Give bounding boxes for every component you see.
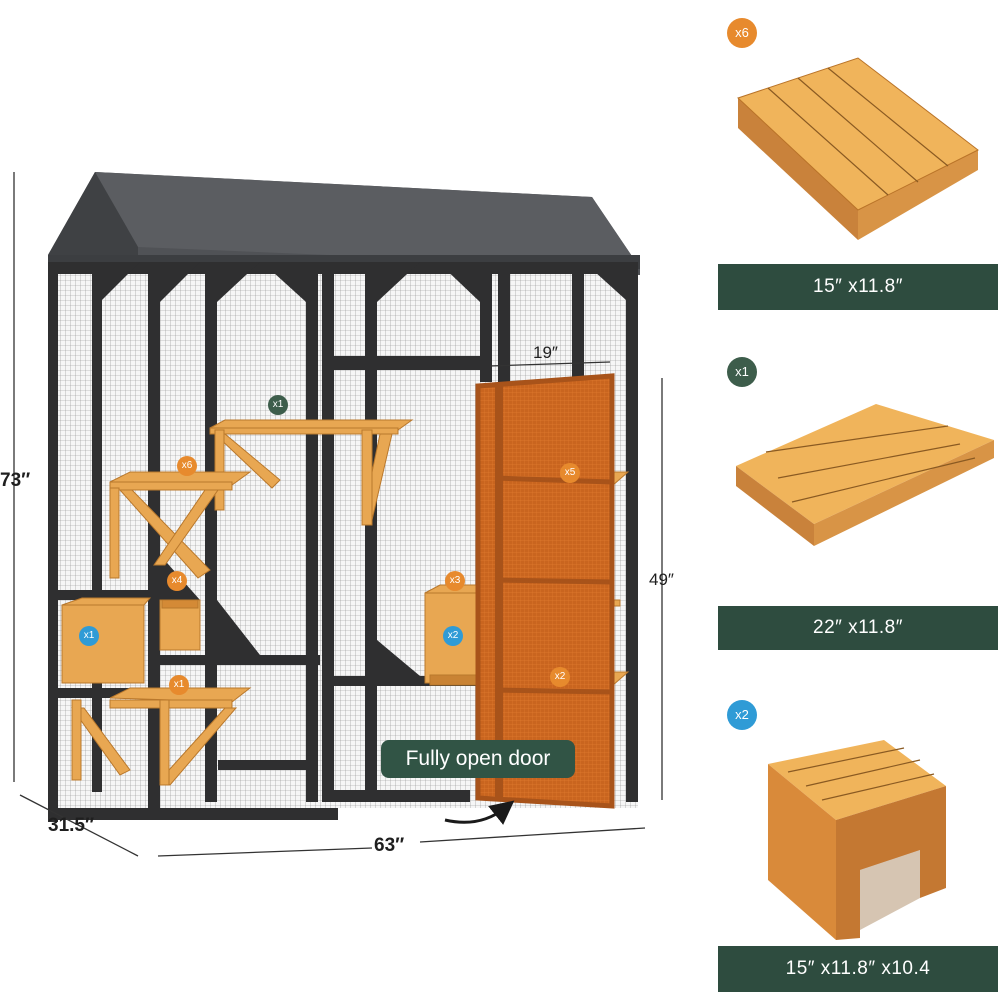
dimension-lines: [13, 172, 663, 857]
cage-tag: x1: [268, 395, 288, 415]
part-size-label: 15″ x11.8″ x10.4: [718, 946, 998, 992]
part-panel-large-platform: 22″ x11.8″: [718, 344, 998, 650]
cage-tag: x1: [169, 675, 189, 695]
small-platform-icon: [737, 57, 979, 240]
part-quantity-badge: x1: [727, 357, 757, 387]
roof: [48, 172, 640, 275]
part-panel-small-platform: 15″ x11.8″: [718, 8, 998, 310]
width-dimension: 63″: [374, 835, 405, 856]
cage-frame: [48, 262, 638, 822]
open-door: [475, 373, 615, 809]
door-height-dimension: 49″: [649, 570, 674, 589]
cage-tag: x2: [550, 667, 570, 687]
door-width-dimension: 19″: [533, 343, 558, 362]
part-quantity-badge: x6: [727, 18, 757, 48]
part-size-label: 15″ x11.8″: [718, 264, 998, 310]
part-quantity-badge: x2: [727, 700, 757, 730]
depth-dimension: 31.5″: [48, 815, 95, 836]
cage-tag: x3: [445, 571, 465, 591]
part-size-label: 22″ x11.8″: [718, 606, 998, 650]
step-box-icon: [768, 740, 946, 940]
large-platform-icon: [736, 404, 994, 546]
cage-tag: x6: [177, 456, 197, 476]
cage-tag: x1: [79, 626, 99, 646]
fully-open-door-callout: Fully open door: [381, 740, 575, 778]
wood-shelves: [61, 419, 630, 786]
cage-tag: x4: [167, 571, 187, 591]
part-panel-step-box: 15″ x11.8″ x10.4: [718, 686, 998, 992]
door-swing-arrow: [444, 800, 515, 825]
cage-tag: x2: [443, 626, 463, 646]
cage-tag: x5: [560, 463, 580, 483]
height-dimension: 73″: [0, 470, 31, 491]
